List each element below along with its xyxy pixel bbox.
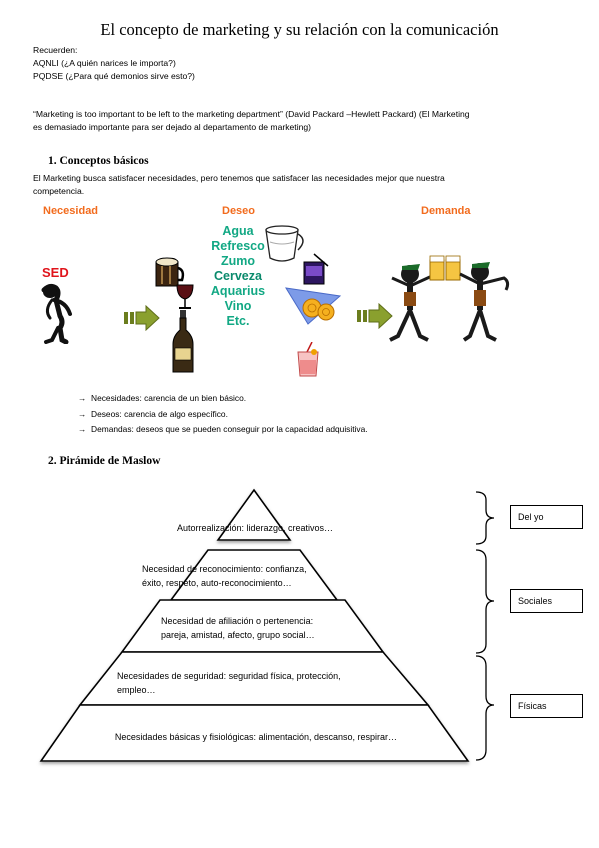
arrow-bullet-icon: →: [78, 424, 92, 434]
group-box-sociales: Sociales: [510, 589, 583, 613]
pyramid-level-1: [216, 488, 292, 541]
list-item: → Deseos: carencia de algo específico.: [78, 408, 228, 419]
maslow-pyramid: [39, 488, 495, 762]
arrow-right-icon: [124, 305, 160, 331]
section-1-heading: 1. Conceptos básicos: [48, 155, 149, 167]
pyramid-level-5: [39, 704, 470, 762]
pyramid-level-1-label: Autorrealización: liderazgo, creativos…: [176, 523, 334, 533]
remember-line-1: AQNLI (¿A quién narices le importa?): [33, 58, 176, 68]
quote-line-1: “Marketing is too important to be left t…: [33, 109, 470, 119]
drink-word: Etc.: [226, 314, 250, 328]
group-box-del-yo: Del yo: [510, 505, 583, 529]
pyramid-level-5-label: Necesidades básicas y fisiológicas: alim…: [114, 732, 398, 742]
label-sed: SED: [42, 265, 69, 280]
drink-word: Cerveza: [214, 269, 262, 283]
pyramid-level-4-label: Necesidades de seguridad: seguridad físi…: [117, 671, 341, 695]
pink-drink-icon: [297, 342, 319, 377]
label-demanda: Demanda: [421, 205, 471, 217]
section-1-para-line-2: competencia.: [33, 186, 85, 196]
bottle-icon: [172, 310, 194, 373]
toasting-people-icon: [389, 255, 510, 342]
drink-word: Aquarius: [210, 284, 266, 298]
list-item: → Necesidades: carencia de un bien básic…: [78, 393, 247, 403]
section-2-heading: 2. Pirámide de Maslow: [48, 455, 161, 467]
section-1-para-line-1: El Marketing busca satisfacer necesidade…: [33, 173, 445, 183]
thirsty-person-icon: [41, 283, 72, 344]
drink-word: Refresco: [211, 239, 265, 253]
pyramid-level-3-label: Necesidad de afiliación o pertenencia: p…: [161, 616, 315, 640]
jug-icon: [265, 225, 304, 262]
remember-heading: Recuerden:: [33, 45, 78, 55]
drinks-list: Agua Refresco Zumo Cerveza Aquarius Vino…: [196, 224, 280, 329]
label-deseo: Deseo: [222, 205, 256, 217]
remember-line-2: PQDSE (¿Para qué demonios sirve esto?): [33, 71, 195, 81]
grouping-braces: [475, 491, 495, 761]
citrus-slices-icon: [285, 287, 342, 325]
wine-glass-icon: [176, 284, 194, 309]
beer-mug-icon: [155, 257, 185, 287]
label-necesidad: Necesidad: [43, 205, 99, 217]
cocktail-glass-icon: [303, 253, 329, 285]
quote-block: “Marketing is too important to be left t…: [33, 108, 470, 134]
page-title: El concepto de marketing y su relación c…: [100, 20, 499, 39]
arrow-bullet-icon: →: [78, 393, 92, 403]
arrow-bullet-icon: →: [78, 408, 92, 419]
drink-word: Agua: [222, 224, 254, 238]
list-item: → Demandas: deseos que se pueden consegu…: [78, 424, 368, 434]
section-1-paragraph: El Marketing busca satisfacer necesidade…: [33, 172, 445, 198]
group-box-fisicas: Físicas: [510, 694, 583, 718]
drink-word: Vino: [224, 299, 252, 313]
quote-line-2: es demasiado importante para ser dejado …: [33, 122, 312, 132]
definitions-list: → Necesidades: carencia de un bien básic…: [78, 391, 368, 438]
drink-word: Zumo: [220, 254, 256, 268]
remember-block: Recuerden: AQNLI (¿A quién narices le im…: [33, 44, 195, 83]
pyramid-level-2-label: Necesidad de reconocimiento: confianza, …: [142, 564, 307, 588]
arrow-right-icon: [357, 303, 393, 329]
